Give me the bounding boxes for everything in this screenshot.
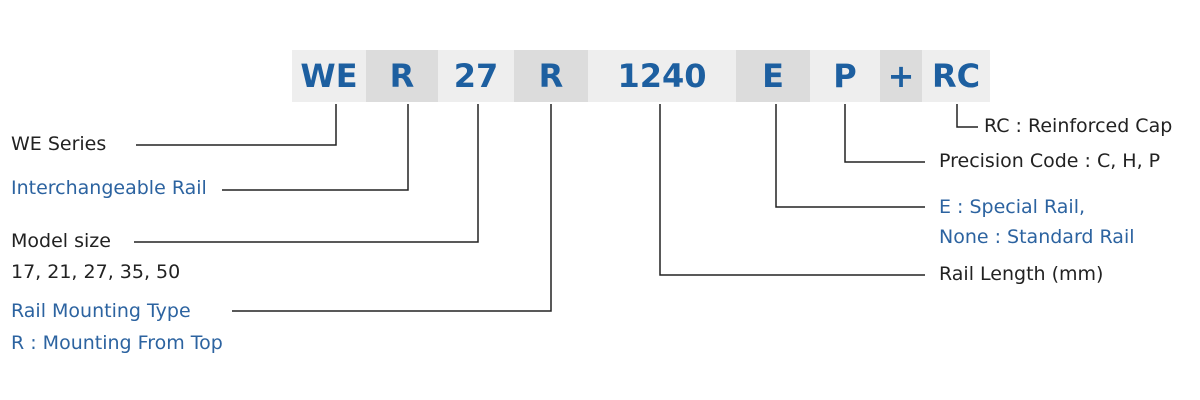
connector-p [844, 104, 925, 163]
code-segment-r-interchangeable: R [366, 50, 438, 102]
label-reinforced-cap: RC : Reinforced Cap [984, 115, 1173, 137]
label-rail-length: Rail Length (mm) [939, 263, 1104, 285]
label-interchangeable-rail: Interchangeable Rail [11, 177, 207, 199]
connector-we [136, 104, 337, 146]
code-size-text: 27 [453, 57, 499, 95]
code-segment-p: P [810, 50, 880, 102]
label-model-size-values: 17, 21, 27, 35, 50 [11, 261, 181, 283]
connector-length [659, 104, 925, 276]
code-p-text: P [833, 57, 857, 95]
code-segment-e: E [736, 50, 810, 102]
label-precision-code: Precision Code : C, H, P [939, 150, 1161, 172]
code-length-text: 1240 [617, 57, 707, 95]
code-plus-text: + [887, 57, 915, 95]
label-special-rail: E : Special Rail, [939, 196, 1086, 218]
label-model-size: Model size [11, 230, 111, 252]
code-e-text: E [762, 57, 784, 95]
code-r1-text: R [389, 57, 415, 95]
label-mounting-from-top: R : Mounting From Top [11, 332, 223, 354]
label-we-series: WE Series [11, 133, 107, 155]
label-standard-rail: None : Standard Rail [939, 226, 1135, 248]
code-segment-plus: + [880, 50, 922, 102]
code-segment-length: 1240 [588, 50, 736, 102]
connector-rc [956, 104, 978, 128]
connector-interchangeable [222, 104, 409, 191]
code-segment-size: 27 [438, 50, 514, 102]
code-r2-text: R [538, 57, 564, 95]
code-segment-we: WE [292, 50, 366, 102]
connector-model-size [134, 104, 479, 243]
code-segment-r-mounting: R [514, 50, 588, 102]
label-rail-mounting-type: Rail Mounting Type [11, 300, 191, 322]
connector-mounting [232, 104, 552, 312]
code-segment-rc: RC [922, 50, 990, 102]
code-rc-text: RC [931, 57, 981, 95]
connector-e [775, 104, 925, 208]
code-we-text: WE [300, 57, 358, 95]
